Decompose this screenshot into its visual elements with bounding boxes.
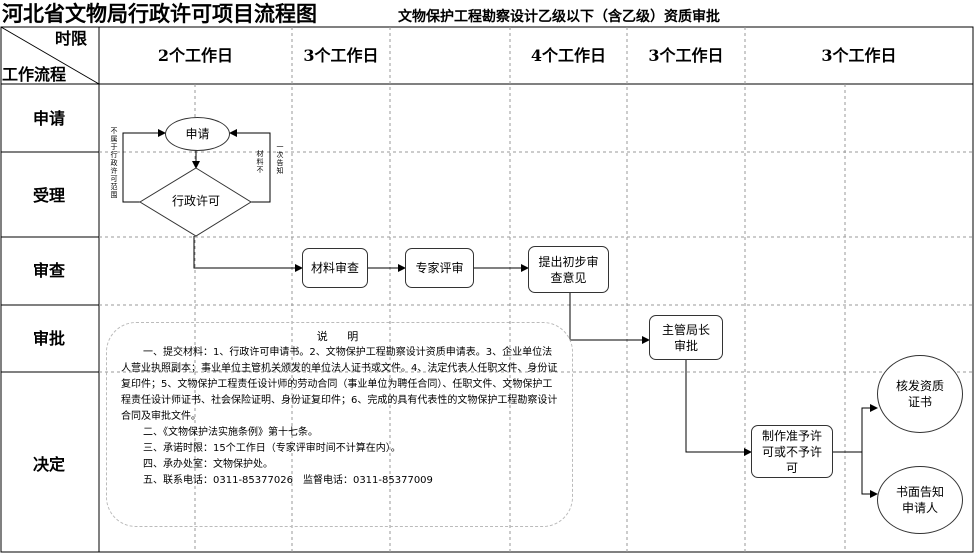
notes-box: 说 明 一、提交材料：1、行政许可申请书。2、文物保护工程勘察设计资质申请表。3… bbox=[106, 322, 573, 527]
column-header-1: 2个工作日 bbox=[157, 46, 234, 65]
notes-item-4: 四、承办处室：文物保护处。 bbox=[143, 459, 273, 470]
row-label-approve: 审批 bbox=[32, 329, 65, 348]
node-written-notice: 书面告知申请人 bbox=[877, 466, 963, 534]
corner-time-label: 时限 bbox=[55, 29, 88, 48]
notes-item-1: 一、提交材料：1、行政许可申请书。2、文物保护工程勘察设计资质申请表。3、企业单… bbox=[121, 347, 558, 422]
loop-label-incomplete: 材料不 bbox=[256, 150, 264, 174]
column-header-2: 3个工作日 bbox=[303, 46, 379, 65]
node-material-review: 材料审查 bbox=[302, 248, 368, 288]
notes-item-3: 三、承诺时限：15个工作日（专家评审时间不计算在内）。 bbox=[143, 443, 401, 454]
node-director-approval: 主管局长审批 bbox=[649, 315, 723, 360]
node-admin-permit: 行政许可 bbox=[171, 194, 220, 208]
node-expert-review: 专家评审 bbox=[405, 248, 474, 288]
column-header-4: 3个工作日 bbox=[648, 46, 724, 65]
column-header-3: 4个工作日 bbox=[530, 46, 607, 65]
column-header-5: 3个工作日 bbox=[821, 46, 897, 65]
corner-flow-label: 工作流程 bbox=[2, 65, 67, 84]
admin-permit-diamond bbox=[139, 167, 252, 237]
row-label-decide: 决定 bbox=[32, 455, 65, 474]
page-title: 河北省文物局行政许可项目流程图 bbox=[2, 1, 317, 26]
row-label-review: 审查 bbox=[32, 261, 65, 280]
loop-label-one-notice: 一次告知 bbox=[276, 143, 284, 175]
node-initial-opinion: 提出初步审查意见 bbox=[528, 246, 609, 293]
node-issue-certificate: 核发资质证书 bbox=[877, 355, 963, 433]
loop-label-out-of-scope: 不属于行政许可范围 bbox=[110, 127, 118, 199]
row-label-accept: 受理 bbox=[32, 186, 65, 205]
notes-item-2: 二、《文物保护法实施条例》第十七条。 bbox=[143, 427, 318, 438]
node-apply: 申请 bbox=[165, 117, 230, 151]
row-label-apply: 申请 bbox=[32, 109, 65, 128]
notes-item-5: 五、联系电话：0311-85377026 监督电话：0311-85377009 bbox=[143, 475, 433, 486]
page-subtitle: 文物保护工程勘察设计乙级以下（含乙级）资质审批 bbox=[398, 9, 720, 25]
node-decision: 制作准予许可或不予许可 bbox=[751, 425, 833, 478]
notes-title: 说 明 bbox=[316, 330, 367, 343]
